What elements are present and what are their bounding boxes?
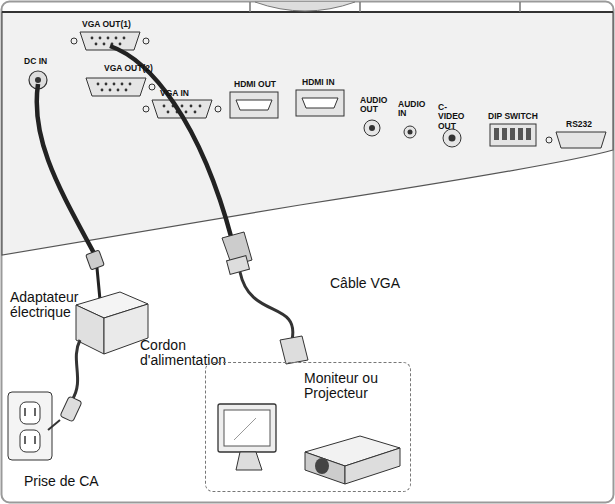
port-label: RS232 (566, 120, 592, 129)
port-label: VGA OUT(1) (82, 20, 131, 29)
port-label: HDMI OUT (234, 80, 276, 89)
port-label: AUDIO OUT (360, 96, 394, 115)
part-label: Cordon d'alimentation (140, 338, 250, 369)
port-label: VGA OUT(2) (104, 64, 153, 73)
port-label: C-VIDEO OUT (438, 103, 472, 131)
port-label: VGA IN (160, 89, 189, 98)
group-label: Moniteur ou Projecteur (304, 371, 404, 402)
part-label: Câble VGA (330, 276, 400, 291)
port-label: AUDIO IN (398, 100, 426, 119)
device-group-box: Moniteur ou Projecteur (205, 362, 411, 492)
part-label: Prise de CA (24, 474, 99, 489)
port-label: DC IN (24, 57, 47, 66)
port-label: HDMI IN (302, 78, 335, 87)
part-label: Adaptateur électrique (10, 290, 100, 321)
port-label: DIP SWITCH (488, 112, 538, 121)
